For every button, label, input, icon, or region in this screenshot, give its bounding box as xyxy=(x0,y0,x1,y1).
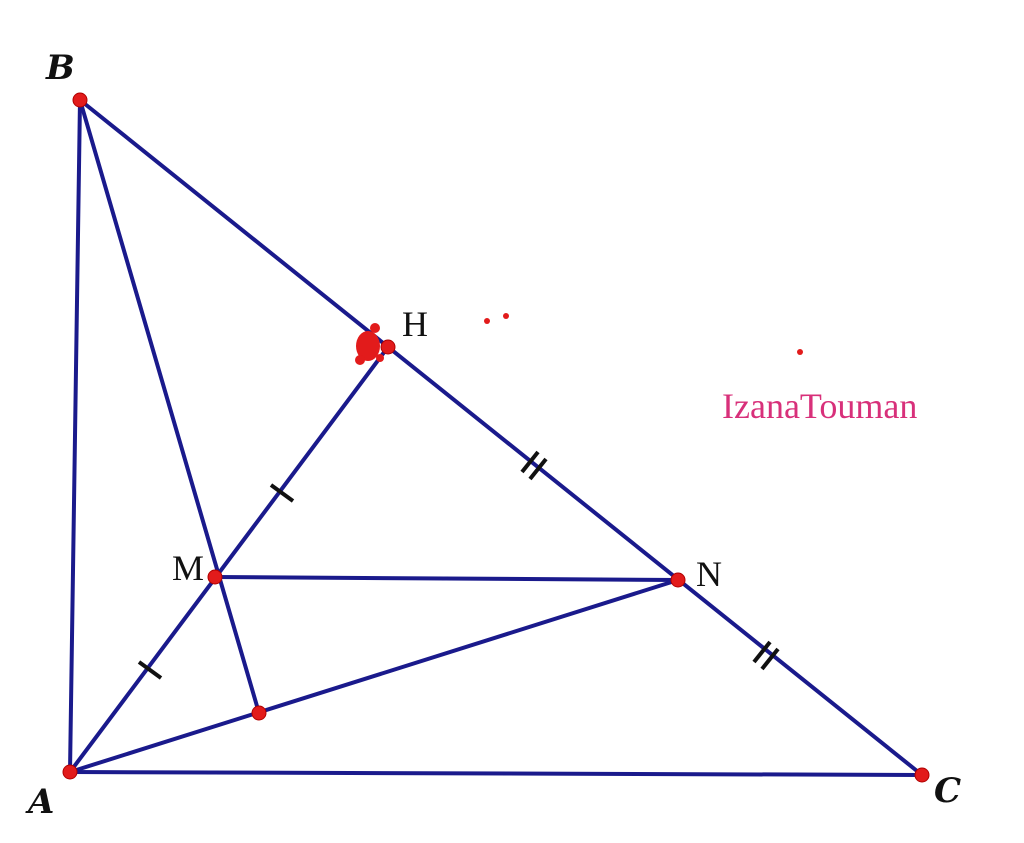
segment-ab xyxy=(68,98,82,774)
point-foot xyxy=(251,705,267,721)
label-h: H xyxy=(402,304,428,344)
watermark-text: IzanaTouman xyxy=(722,386,917,426)
speck-3 xyxy=(797,349,803,355)
ink-blot xyxy=(355,323,384,365)
point-a xyxy=(62,764,78,780)
tick-nc-2 xyxy=(760,647,780,671)
point-h xyxy=(380,339,396,355)
speck-2 xyxy=(503,313,509,319)
tick-am xyxy=(137,660,163,680)
label-n: N xyxy=(696,554,722,594)
segment-an xyxy=(68,578,680,774)
point-b xyxy=(72,92,88,108)
segment-ah xyxy=(68,345,390,774)
speck-1 xyxy=(484,318,490,324)
label-b: B xyxy=(45,48,75,88)
tick-mh xyxy=(269,483,295,503)
label-a: A xyxy=(25,782,54,822)
point-m xyxy=(207,569,223,585)
tick-hn-2 xyxy=(528,457,548,481)
tick-hn-1 xyxy=(520,450,540,474)
segment-bp xyxy=(78,98,261,715)
tick-nc-1 xyxy=(752,640,772,664)
point-n xyxy=(670,572,686,588)
label-m: M xyxy=(172,548,204,588)
point-c xyxy=(914,767,930,783)
label-c: C xyxy=(934,771,961,811)
segment-mn xyxy=(213,575,680,582)
segment-ac xyxy=(68,770,924,777)
segment-bc xyxy=(78,98,924,777)
